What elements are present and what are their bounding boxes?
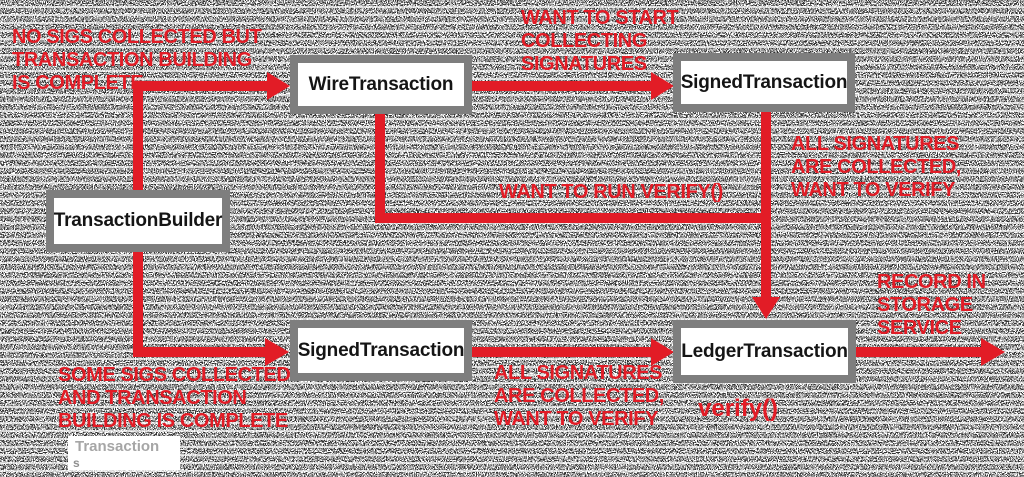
node-label: TransactionBuilder bbox=[53, 210, 223, 231]
node-label: LedgerTransaction bbox=[681, 340, 848, 362]
node-ledgertransaction: LedgerTransaction bbox=[673, 320, 856, 383]
annotation-verify-call: verify() bbox=[698, 395, 779, 422]
node-label: SignedTransaction bbox=[297, 339, 465, 361]
annotation-all-signatures-top: ALL SIGNATURES ARE COLLECTED, WANT TO VE… bbox=[791, 133, 961, 201]
annotation-want-to-run-verify: WANT TO RUN VERIFY() bbox=[499, 181, 723, 203]
node-label: WireTransaction bbox=[308, 73, 454, 95]
annotation-record-in-storage: RECORD IN STORAGE SERVICE bbox=[877, 271, 986, 339]
edge-builder-to-signedbottom-line bbox=[133, 252, 266, 357]
annotation-some-sigs-collected: SOME SIGS COLLECTED AND TRANSACTION BUIL… bbox=[58, 364, 291, 432]
edge-builder-to-wire-line bbox=[133, 81, 268, 190]
node-signedtransaction-bottom: SignedTransaction bbox=[290, 320, 472, 381]
edge-ledger-to-storage-arrowhead bbox=[981, 338, 1005, 366]
watermark-fragment: s bbox=[73, 456, 80, 470]
edge-signedtop-to-ledger-arrowhead bbox=[752, 297, 780, 319]
node-transactionbuilder: TransactionBuilder bbox=[46, 190, 230, 252]
annotation-want-to-start: WANT TO START COLLECTING SIGNATURES bbox=[521, 7, 679, 75]
edge-builder-to-signedbottom-arrowhead bbox=[265, 338, 289, 366]
node-signedtransaction-top: SignedTransaction bbox=[673, 53, 855, 112]
node-wiretransaction: WireTransaction bbox=[290, 55, 472, 114]
node-label: SignedTransaction bbox=[680, 71, 848, 93]
edge-signedbottom-to-ledger-arrowhead bbox=[651, 338, 674, 366]
edge-wire-verify-join-line bbox=[375, 114, 762, 223]
watermark-backdrop bbox=[68, 436, 180, 470]
watermark-transaction-text: Transaction bbox=[75, 438, 160, 455]
annotation-no-sigs-collected: NO SIGS COLLECTED BUT TRANSACTION BUILDI… bbox=[12, 26, 262, 94]
edge-builder-to-wire-arrowhead bbox=[267, 72, 290, 100]
edge-wire-to-signedtop-arrowhead bbox=[651, 72, 674, 100]
annotation-all-signatures-bottom: ALL SIGNATURES ARE COLLECTED, WANT TO VE… bbox=[494, 362, 664, 430]
